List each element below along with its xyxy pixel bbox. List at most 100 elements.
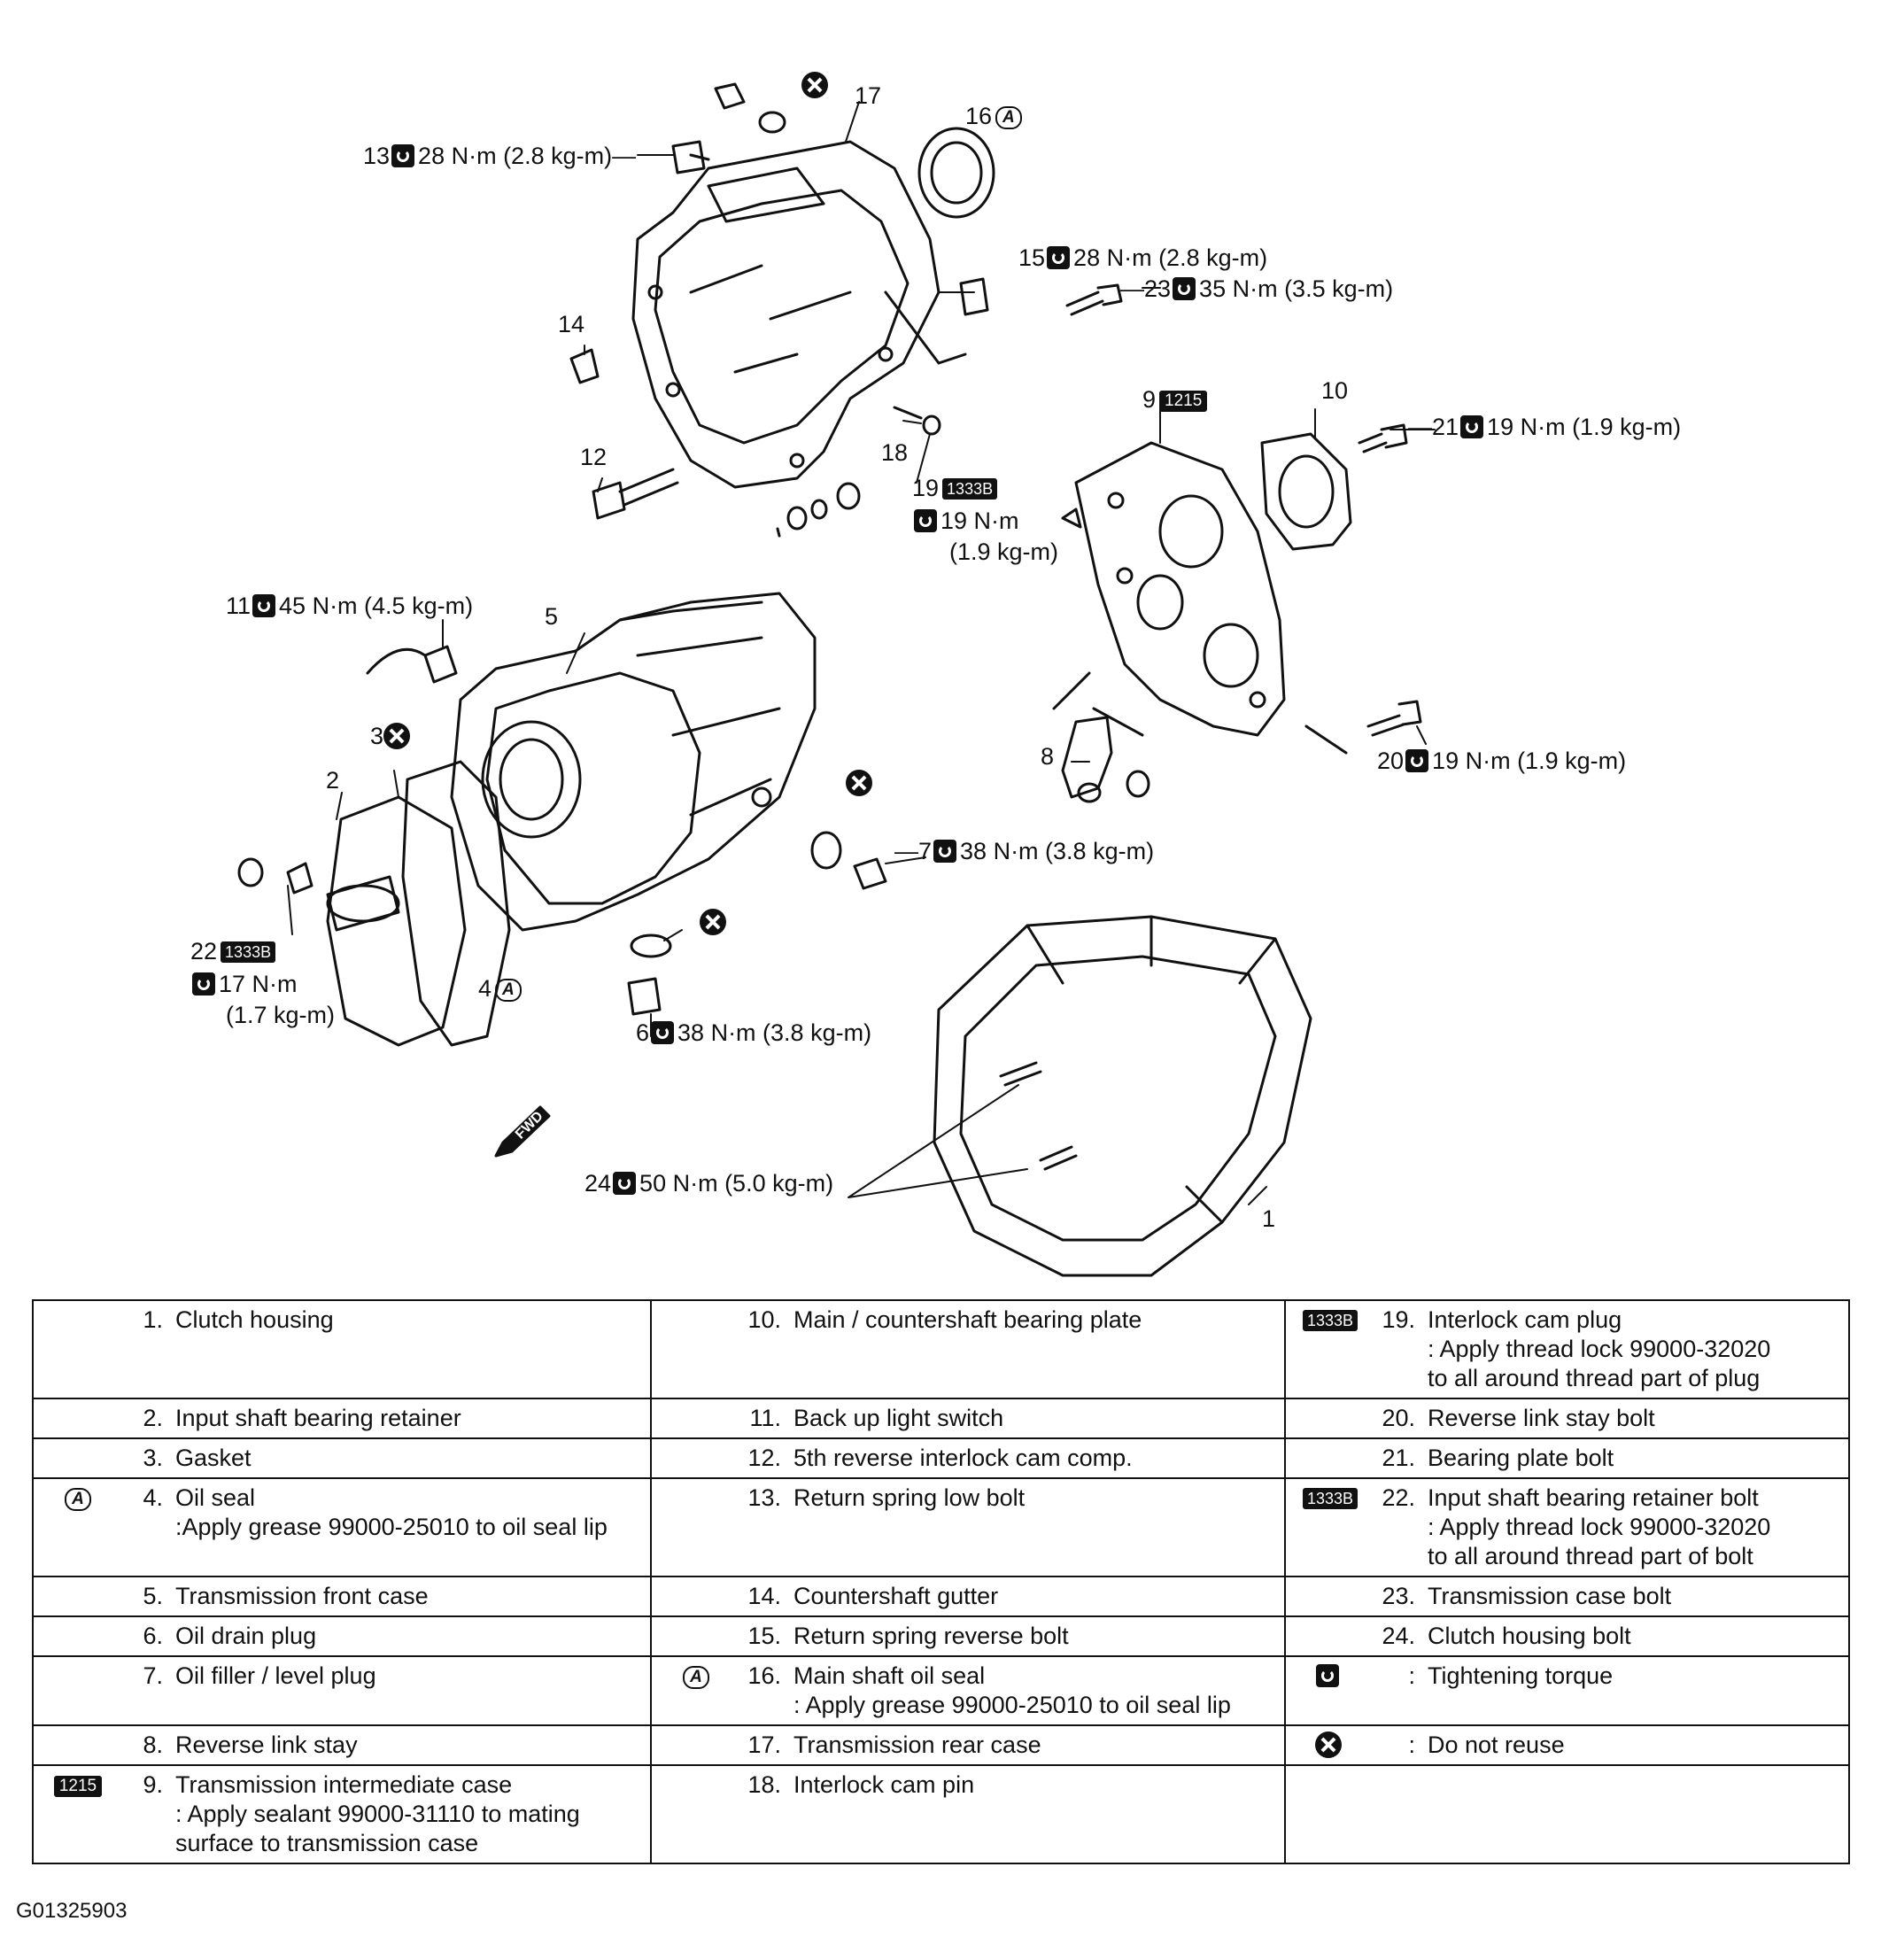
legend-cell: 3.Gasket (32, 1437, 652, 1479)
legend-cell-icon (41, 1305, 112, 1335)
legend-cell: 15. Return spring reverse bolt (650, 1615, 1286, 1657)
bolt-24-part (999, 1061, 1078, 1171)
figure-code: G01325903 (16, 1899, 128, 1923)
legend-cell: 18. Interlock cam pin (650, 1764, 1286, 1864)
callout-8: 8 (1041, 743, 1055, 770)
legend-cell: 7.Oil filler / level plug (32, 1655, 652, 1726)
legend-item-number: : (1408, 1731, 1415, 1758)
legend-item-text: Main / countershaft bearing plate (793, 1306, 1142, 1333)
bolt-15-part (959, 277, 989, 316)
legend-cell: 24.Clutch housing bolt (1284, 1615, 1850, 1657)
legend-item-number: 2. (143, 1405, 163, 1431)
legend-cell-icon (41, 1731, 112, 1760)
torque-icon (1460, 415, 1484, 438)
callout-3: 3 (370, 722, 411, 750)
bolt-20-part (1366, 700, 1422, 737)
legend-cell-icon (659, 1305, 730, 1335)
legend-cell-icon (41, 1662, 112, 1691)
legend-item-text: Clutch housing (175, 1306, 334, 1333)
callout-22-torque: 17 N·m (190, 970, 298, 998)
legend-item-number: 9. (143, 1771, 163, 1798)
plug-6-part (627, 977, 662, 1016)
legend-item-text: Input shaft bearing retainer bolt : Appl… (1428, 1484, 1771, 1569)
legend-item-text: Back up light switch (793, 1405, 1004, 1431)
legend-item-number: 13. (747, 1484, 781, 1511)
legend-item-text: Gasket (175, 1445, 252, 1471)
legend-item-number: 19. (1382, 1306, 1415, 1333)
threadlock-icon: 1333B (942, 478, 998, 500)
legend-item-text: Main shaft oil seal : Apply grease 99000… (793, 1662, 1231, 1718)
fwd-arrow-icon (494, 1105, 551, 1158)
retainer-2-part (326, 795, 467, 1047)
washers-bottom-part (786, 482, 861, 531)
intermediate-case-part (1061, 441, 1286, 737)
legend-item-number: 18. (747, 1771, 781, 1798)
legend-item-number: : (1408, 1662, 1415, 1689)
legend-row: 2.Input shaft bearing retainer 11. Back up… (32, 1398, 1850, 1439)
legend-item-text: Reverse link stay (175, 1731, 358, 1758)
torque-icon (192, 972, 215, 995)
no-reuse-icon (801, 71, 828, 99)
clutch-housing-part (933, 915, 1312, 1277)
legend-item-number: 23. (1382, 1583, 1415, 1609)
legend-item-number: 8. (143, 1731, 163, 1758)
legend-cell: 2.Input shaft bearing retainer (32, 1398, 652, 1439)
legend-item-number: 15. (747, 1623, 781, 1649)
legend-item-text: Return spring low bolt (793, 1484, 1026, 1511)
legend-cell-icon (1293, 1731, 1364, 1760)
legend-row: 3.Gasket 12. 5th reverse interlock cam com… (32, 1437, 1850, 1479)
front-case-part (450, 592, 817, 932)
no-reuse-icon (700, 908, 726, 936)
callout-19-torque: 19 N·m (912, 507, 1019, 535)
legend-cell: 8. Reverse link stay (32, 1724, 652, 1766)
legend-cell-icon (659, 1622, 730, 1651)
torque-icon (933, 840, 957, 863)
cam-12-part (592, 468, 679, 520)
washer-6-part (630, 934, 672, 958)
callout-10: 10 (1321, 377, 1349, 404)
legend-item-number: 4. (143, 1484, 163, 1511)
legend-item-text: Interlock cam pin (793, 1771, 975, 1798)
legend-item-text: Transmission case bolt (1428, 1583, 1672, 1609)
legend-item-text: 5th reverse interlock cam comp. (793, 1445, 1133, 1471)
legend-item-text: Countershaft gutter (793, 1583, 999, 1609)
washer-7-part (810, 831, 842, 870)
torque-icon (252, 594, 276, 617)
legend-item-text: Return spring reverse bolt (793, 1623, 1069, 1649)
legend-item-text: Transmission intermediate case : Apply s… (175, 1771, 580, 1856)
legend-cell-icon (41, 1444, 112, 1473)
torque-icon (1047, 246, 1071, 269)
legend-item-number: 17. (747, 1731, 781, 1758)
bolt-21-part (1358, 423, 1408, 453)
legend-cell: 21.Bearing plate bolt (1284, 1437, 1850, 1479)
legend-item-text: Oil seal :Apply grease 99000-25010 to oi… (175, 1484, 608, 1540)
torque-icon (914, 509, 937, 532)
legend-cell: 10.Main / countershaft bearing plate (650, 1299, 1286, 1399)
legend-cell: 11. Back up light switch (650, 1398, 1286, 1439)
bush-left-part (237, 857, 264, 887)
legend-item-text: Oil filler / level plug (175, 1662, 376, 1689)
legend-cell-icon: A (659, 1662, 730, 1720)
legend-cell-icon (1293, 1662, 1364, 1691)
torque-icon (1173, 277, 1196, 300)
legend-item-text: Tightening torque (1428, 1662, 1614, 1689)
legend-cell-icon: 1333B (1293, 1305, 1364, 1393)
legend-item-number: 11. (749, 1405, 781, 1431)
legend-cell: 14.Countershaft gutter (650, 1576, 1286, 1617)
legend-cell: 20.Reverse link stay bolt (1284, 1398, 1850, 1439)
legend-item-number: 12. (747, 1445, 781, 1471)
callout-2: 2 (326, 767, 340, 794)
